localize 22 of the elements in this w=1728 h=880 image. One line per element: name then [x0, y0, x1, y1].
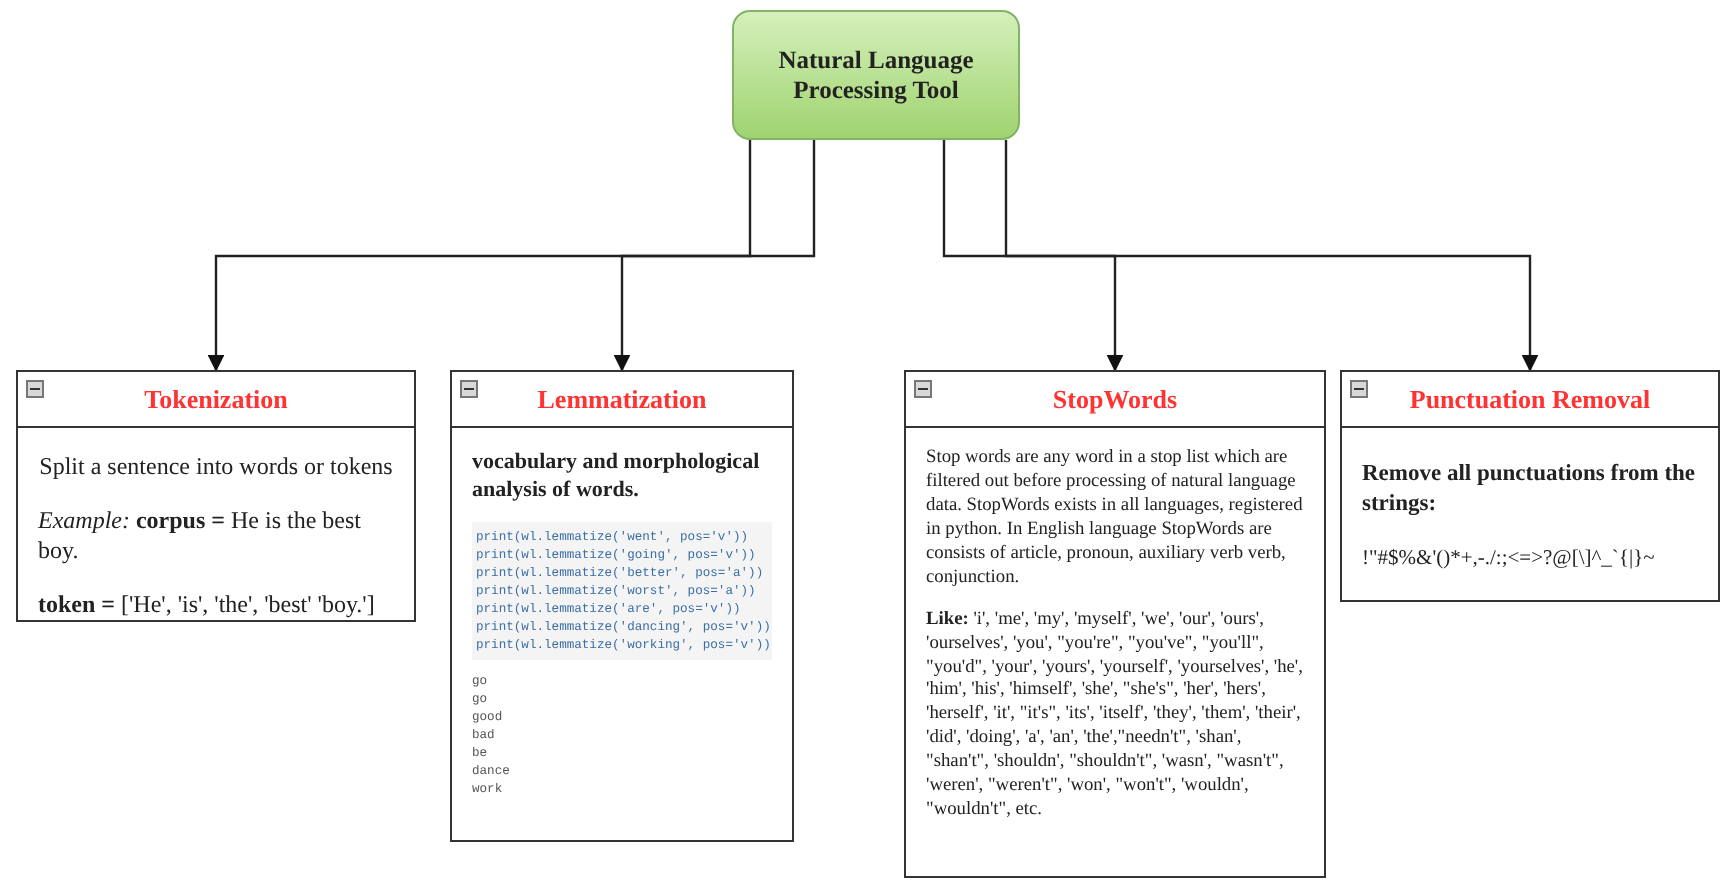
token-text: token = ['He', 'is', 'the', 'best' 'boy.'] — [38, 590, 377, 620]
card-title: Tokenization — [144, 383, 288, 415]
description-text: vocabulary and morphological analysis of words. — [472, 448, 762, 506]
card-title: Lemmatization — [537, 383, 707, 415]
connector-arrow — [942, 140, 1124, 372]
description-text: Stop words are any word in a stop list which are filtered out before processing of natural language data. StopWords exists in all languages, registered in python. In English language StopWords are consists of article, pronoun, auxiliary verb verb, conjunction. — [926, 448, 1304, 592]
connector-arrow — [1004, 140, 1539, 372]
connector-arrow — [613, 140, 816, 372]
root-title: Natural Language Processing Tool — [776, 45, 976, 105]
connector-arrow — [207, 140, 752, 372]
root-box — [732, 10, 1020, 140]
topic-card — [904, 370, 1326, 878]
stopword-list-text: Like: 'i', 'me', 'my', 'myself', 'we', 'our', 'ours', 'ourselves', 'you', "you're", "you've", "you'll", "you'd", 'your', 'yours', 'yourself', 'yourselves', 'he', 'him', 'his', 'himself', 'she', "she's", 'her', 'hers', 'herself', 'it', "it's", 'its', 'itself', 'they', 'them', 'their', 'did', 'doing', 'a', 'an', 'the',"needn't", 'shan', "shan't", 'shouldn', "shouldn't", 'wasn', "wasn't", 'weren', "weren't", 'won', "won't", 'wouldn', "wouldn't", etc. — [926, 609, 1304, 825]
card-title: Punctuation Removal — [1409, 383, 1651, 415]
topic-card — [1340, 370, 1720, 602]
topic-card — [16, 370, 416, 622]
punctuation-text: !"#$%&'()*+,-./:;<=>?@[\]^_`{|}~ — [1362, 547, 1657, 570]
card-title: StopWords — [1052, 383, 1178, 415]
description-text: Remove all punctuations from the strings: — [1362, 460, 1698, 520]
topic-card — [450, 370, 794, 842]
description-text: Split a sentence into words or tokens — [38, 452, 394, 482]
example-text: Example: corpus = He is the best boy. — [38, 506, 363, 566]
